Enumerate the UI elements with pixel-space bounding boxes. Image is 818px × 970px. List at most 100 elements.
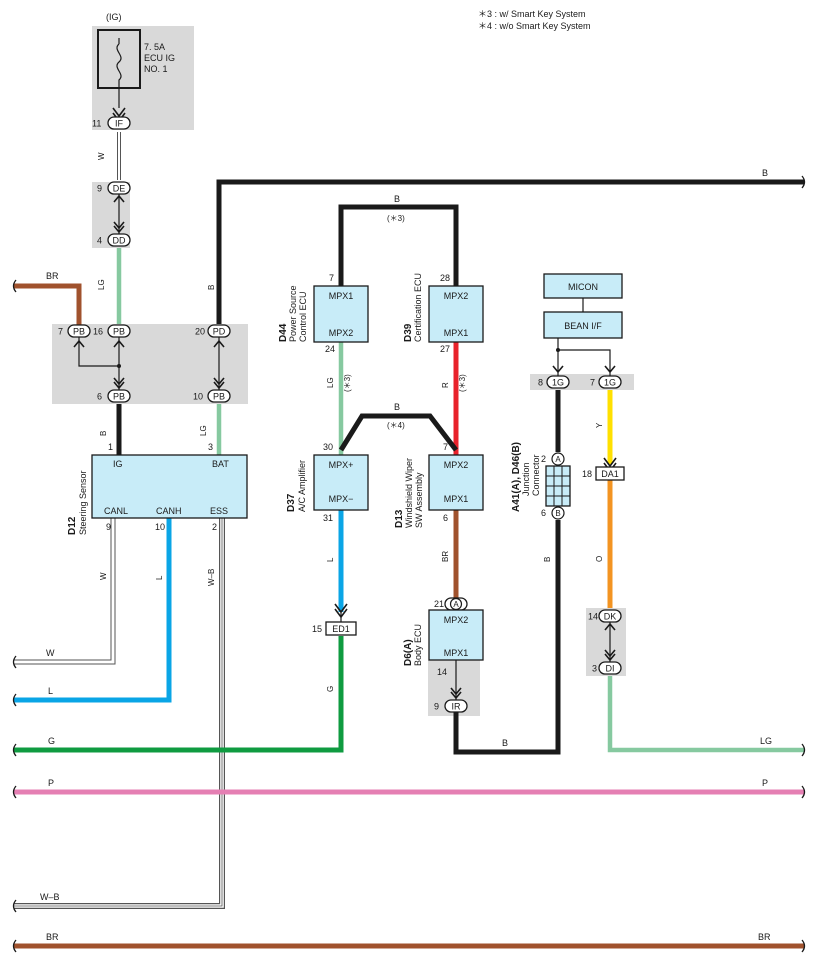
svg-text:L: L <box>48 686 53 696</box>
svg-text:8: 8 <box>538 378 543 388</box>
svg-text:IF: IF <box>115 119 124 129</box>
svg-text:CANH: CANH <box>156 506 182 516</box>
svg-text:L: L <box>326 557 335 562</box>
svg-text:W: W <box>46 648 55 658</box>
svg-text:7: 7 <box>58 327 63 337</box>
d39-certification-ecu <box>428 285 484 343</box>
svg-text:2: 2 <box>541 454 546 464</box>
svg-text:11: 11 <box>92 119 101 129</box>
svg-text:Body ECU: Body ECU <box>413 624 423 666</box>
svg-text:PB: PB <box>73 327 85 337</box>
svg-text:Y: Y <box>595 422 604 428</box>
connector-1g-8 <box>546 375 570 389</box>
svg-text:W: W <box>97 152 106 160</box>
svg-text:Connector: Connector <box>531 454 541 496</box>
connector-da1 <box>595 466 625 481</box>
svg-text:PB: PB <box>113 392 125 402</box>
svg-text:9: 9 <box>106 522 111 532</box>
jc-code: A41(A), D46(B) <box>511 442 522 512</box>
svg-text:G: G <box>48 736 55 746</box>
svg-text:ED1: ED1 <box>332 624 350 634</box>
svg-text:Junction: Junction <box>521 462 531 496</box>
wire-lg-right <box>607 676 804 753</box>
svg-text:3: 3 <box>592 664 597 674</box>
svg-text:BR: BR <box>46 932 59 942</box>
fuse-number: NO. 1 <box>144 64 168 74</box>
svg-text:MPX+: MPX+ <box>329 460 354 470</box>
wire-b-top-main <box>216 179 804 324</box>
svg-text:LG: LG <box>97 279 106 290</box>
svg-text:MPX−: MPX− <box>329 494 354 504</box>
svg-text:BEAN I/F: BEAN I/F <box>564 321 602 331</box>
svg-text:B: B <box>543 557 552 562</box>
svg-text:Power Source: Power Source <box>288 285 298 342</box>
svg-text:28: 28 <box>440 273 450 283</box>
svg-text:O: O <box>595 556 604 562</box>
svg-text:BR: BR <box>758 932 771 942</box>
svg-text:B: B <box>555 509 560 518</box>
ig-label: (IG) <box>106 12 122 22</box>
svg-text:P: P <box>762 778 768 788</box>
svg-text:(＊3): (＊3) <box>343 374 352 392</box>
svg-text:6: 6 <box>443 513 448 523</box>
svg-text:MICON: MICON <box>568 282 598 292</box>
svg-text:B: B <box>502 738 508 748</box>
svg-text:B: B <box>207 285 216 290</box>
svg-text:7: 7 <box>443 442 448 452</box>
fuse-panel <box>92 26 194 130</box>
d13-code: D13 <box>394 509 405 528</box>
wire-w-canl <box>14 518 115 664</box>
svg-text:20: 20 <box>195 327 205 337</box>
svg-text:MPX2: MPX2 <box>444 460 469 470</box>
d6-code: D6(A) <box>403 639 414 666</box>
wire-br-top <box>14 283 82 326</box>
connector-if <box>107 116 131 130</box>
svg-text:A/C Amplifier: A/C Amplifier <box>297 460 307 512</box>
jc-terminal-b <box>551 506 565 520</box>
svg-text:ESS: ESS <box>210 506 228 516</box>
wire-b-ir-jc <box>453 520 561 755</box>
svg-text:B: B <box>762 168 768 178</box>
svg-text:G: G <box>326 686 335 692</box>
svg-text:(＊4): (＊4) <box>387 421 405 430</box>
svg-text:4: 4 <box>97 236 102 246</box>
svg-text:1G: 1G <box>552 378 564 388</box>
svg-text:10: 10 <box>193 392 203 402</box>
svg-text:A: A <box>453 600 459 609</box>
svg-text:CANL: CANL <box>104 506 128 516</box>
connector-ed1 <box>325 621 357 636</box>
svg-text:DI: DI <box>606 664 615 674</box>
svg-text:P: P <box>48 778 54 788</box>
svg-text:6: 6 <box>541 508 546 518</box>
legend-note-4: ＊4 : w/o Smart Key System <box>478 21 591 31</box>
svg-text:MPX2: MPX2 <box>444 615 469 625</box>
svg-text:MPX1: MPX1 <box>444 494 469 504</box>
svg-text:21: 21 <box>434 599 444 609</box>
wire-g <box>14 636 344 753</box>
d12-name: Steering Sensor <box>78 470 88 535</box>
connector-1g-7 <box>598 375 622 389</box>
svg-text:LG: LG <box>760 736 772 746</box>
svg-text:1G: 1G <box>604 378 616 388</box>
svg-text:MPX2: MPX2 <box>444 291 469 301</box>
svg-text:9: 9 <box>434 702 439 712</box>
svg-text:14: 14 <box>437 667 447 677</box>
svg-text:BR: BR <box>46 271 59 281</box>
svg-text:PD: PD <box>213 327 226 337</box>
svg-text:IR: IR <box>452 702 462 712</box>
svg-text:DA1: DA1 <box>601 469 619 479</box>
svg-text:24: 24 <box>325 344 335 354</box>
svg-text:1: 1 <box>108 442 113 452</box>
svg-text:MPX1: MPX1 <box>329 291 354 301</box>
jb-internal-wiring <box>78 337 220 390</box>
d37-code: D37 <box>286 493 297 512</box>
svg-text:LG: LG <box>326 377 335 388</box>
legend-note-3: ＊3 : w/ Smart Key System <box>478 9 586 19</box>
svg-text:DE: DE <box>113 184 126 194</box>
svg-text:LG: LG <box>199 425 208 436</box>
svg-text:W: W <box>99 572 108 580</box>
svg-text:B: B <box>394 194 400 204</box>
svg-text:W–B: W–B <box>207 569 216 586</box>
svg-text:7: 7 <box>590 378 595 388</box>
